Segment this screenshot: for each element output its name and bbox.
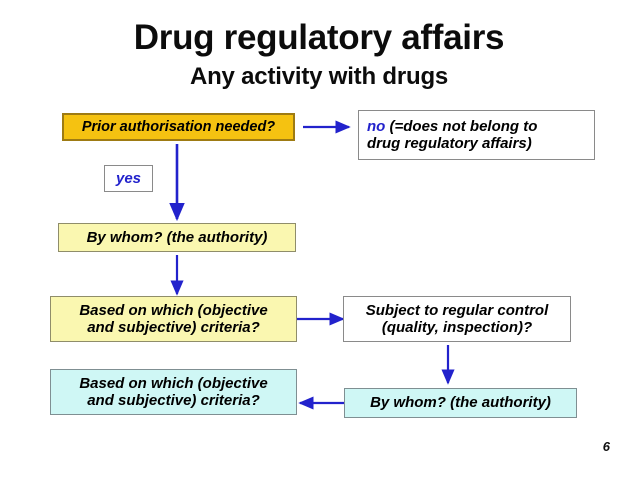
node-no-outcome[interactable]: no (=does not belong to drug regulatory … (358, 110, 595, 160)
no-outcome-line2: drug regulatory affairs) (367, 135, 532, 152)
node-criteria-yellow[interactable]: Based on which (objective and subjective… (50, 296, 297, 342)
page-number: 6 (602, 439, 610, 454)
node-criteria-cyan-line2: and subjective) criteria? (87, 392, 260, 409)
node-by-whom-authority-top-label: By whom? (the authority) (86, 228, 268, 246)
no-outcome-line1-rest: (=does not belong to (385, 117, 538, 135)
node-criteria-cyan[interactable]: Based on which (objective and subjective… (50, 369, 297, 415)
node-criteria-yellow-text: Based on which (objective and subjective… (79, 302, 267, 337)
no-keyword: no (367, 117, 386, 135)
node-criteria-cyan-text: Based on which (objective and subjective… (79, 375, 267, 410)
node-by-whom-authority-top[interactable]: By whom? (the authority) (58, 223, 296, 252)
node-by-whom-authority-bottom[interactable]: By whom? (the authority) (344, 388, 577, 418)
node-prior-authorisation[interactable]: Prior authorisation needed? (62, 113, 295, 141)
page-title: Drug regulatory affairs (133, 18, 505, 57)
node-by-whom-authority-bottom-label: By whom? (the authority) (370, 394, 551, 412)
node-criteria-yellow-line1: Based on which (objective (79, 301, 268, 319)
node-subject-to-control-text: Subject to regular control (quality, ins… (366, 302, 549, 337)
node-prior-authorisation-label: Prior authorisation needed? (81, 118, 276, 135)
page-subtitle: Any activity with drugs (189, 63, 449, 90)
node-subject-to-control-line2: (quality, inspection)? (381, 319, 533, 336)
node-no-outcome-text: no (=does not belong to drug regulatory … (367, 118, 537, 153)
node-criteria-yellow-line2: and subjective) criteria? (87, 319, 260, 336)
node-criteria-cyan-line1: Based on which (objective (79, 374, 268, 392)
yes-label-text: yes (115, 169, 142, 187)
node-subject-to-control-line1: Subject to regular control (365, 301, 549, 319)
node-yes-label[interactable]: yes (104, 165, 153, 192)
node-subject-to-control[interactable]: Subject to regular control (quality, ins… (343, 296, 571, 342)
